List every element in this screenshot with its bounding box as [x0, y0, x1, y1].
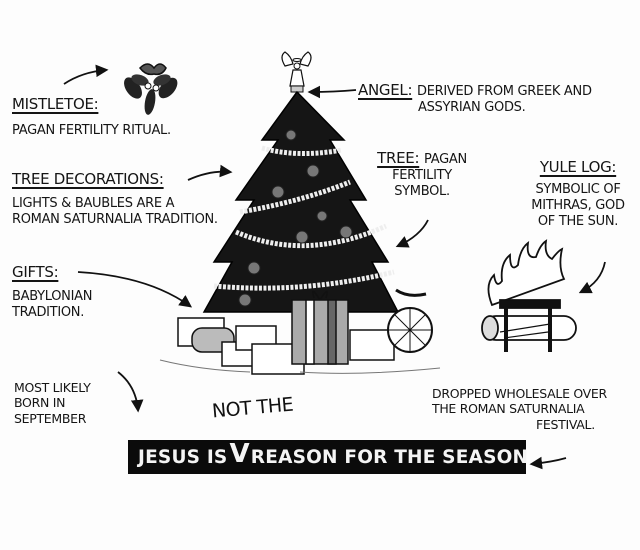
mistletoe-text: Pagan fertility ritual.	[12, 123, 171, 139]
gifts-heading: Gifts:	[12, 263, 59, 281]
tree-line-2: symbol.	[394, 183, 450, 199]
tree-decorations-heading: Tree decorations:	[12, 170, 164, 188]
gift-boxes-icon	[177, 290, 395, 375]
pointer-arrows	[63, 64, 606, 470]
gifts-annotation: Gifts: Babylonian tradition.	[12, 263, 92, 321]
angel-line-2: Assyrian gods.	[418, 99, 526, 115]
yule-log-fire-icon	[481, 239, 577, 352]
birth-annotation: Most likely born in September	[14, 380, 91, 426]
tree-decorations-line-2: Roman Saturnalia tradition.	[12, 212, 218, 228]
yule-log-annotation: Yule log: Symbolic of Mithras, god of th…	[522, 158, 634, 230]
gifts-line-1: Babylonian	[12, 289, 93, 305]
yule-log-line-1: Symbolic of	[535, 182, 621, 198]
tricycle-icon	[387, 288, 433, 353]
gifts-line-2: tradition.	[12, 305, 85, 321]
insertion-caret-icon: V	[229, 439, 250, 469]
yule-log-line-3: of the sun.	[537, 214, 619, 230]
festival-line-1: Dropped wholesale over	[432, 386, 607, 401]
mistletoe-heading: Mistletoe:	[12, 95, 99, 113]
tree-heading: Tree:	[377, 149, 420, 167]
angel-heading: Angel:	[358, 81, 413, 99]
banner-part-2: REASON FOR THE SEASON	[250, 446, 529, 468]
tree-inline: Pagan	[424, 152, 467, 167]
festival-line-2: the Roman Saturnalia	[432, 401, 585, 417]
mistletoe-icon	[124, 63, 178, 115]
birth-line-1: Most likely	[14, 380, 91, 395]
tree-decorations-annotation: Tree decorations: Lights & baubles are a…	[12, 170, 218, 228]
angel-line-1: Derived from Greek and	[417, 84, 592, 99]
angel-annotation: Angel: Derived from Greek and Assyrian g…	[358, 80, 592, 116]
yule-log-line-2: Mithras, god	[531, 198, 625, 214]
banner-part-1: JESUS IS	[138, 446, 228, 468]
festival-line-3: festival.	[536, 416, 595, 432]
slogan-banner: JESUS IS V REASON FOR THE SEASON	[128, 439, 529, 474]
angel-topper-icon	[281, 51, 312, 93]
tree-annotation: Tree: Pagan fertility symbol.	[362, 148, 482, 200]
tree-line-1: fertility	[392, 167, 452, 183]
birth-line-2: born in	[14, 395, 66, 411]
mistletoe-annotation: Mistletoe: Pagan fertility ritual.	[12, 95, 171, 139]
festival-annotation: Dropped wholesale over the Roman Saturna…	[432, 386, 607, 432]
birth-line-3: September	[14, 410, 87, 426]
yule-log-heading: Yule log:	[539, 158, 617, 176]
tree-decorations-line-1: Lights & baubles are a	[12, 196, 175, 212]
christmas-tree-icon	[202, 90, 400, 313]
